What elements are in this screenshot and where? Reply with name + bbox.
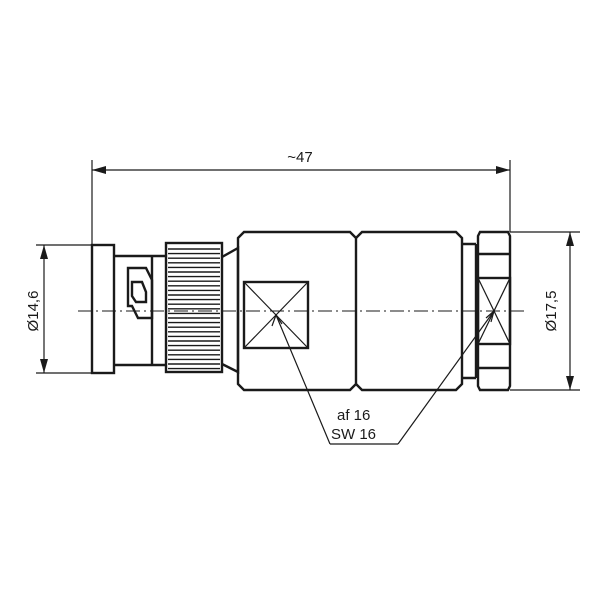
coupling-nut [164,241,224,374]
bnc-flange [90,243,116,375]
body-step [462,242,478,380]
leader-arrowheads [271,309,496,327]
length-dimension [91,160,511,245]
nut-taper [221,245,240,374]
wrench-sw-label: SW 16 [331,426,376,443]
wrench-leaders [275,310,495,445]
wrench-af-label: af 16 [337,407,370,424]
bayonet-pin [130,280,148,304]
right-diameter-dimension [510,231,580,391]
bayonet-slot [126,266,154,320]
bayonet-sleeve [114,254,166,367]
length-label: ~47 [287,149,312,166]
left-diameter-dimension [36,244,92,374]
wrench-flat-back [476,276,512,346]
left-diameter-label: Ø14,6 [25,291,42,332]
wrench-flat-front [242,280,310,350]
body-section-2 [355,230,464,392]
right-diameter-label: Ø17,5 [543,291,560,332]
body-section-1 [236,230,358,392]
connector-body [90,230,512,392]
knurl-pattern [168,248,220,370]
